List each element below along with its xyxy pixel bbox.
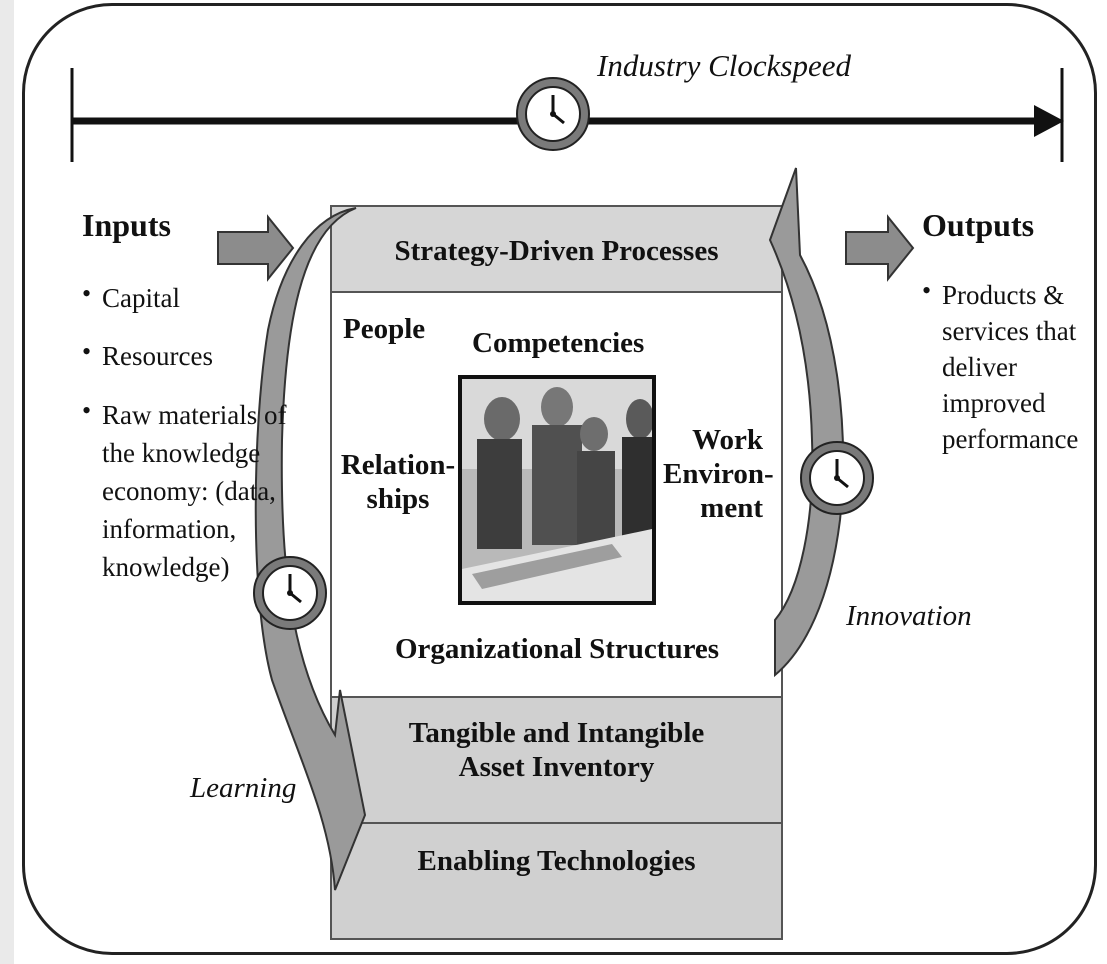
- relationships-label: Relation- ships: [340, 448, 456, 516]
- list-item: Capital: [82, 276, 292, 316]
- relationships-line1: Relation-: [340, 449, 456, 481]
- innovation-label: Innovation: [846, 600, 972, 632]
- outputs-list: Products & services that deliver improve…: [922, 273, 1092, 457]
- relationships-line2: ships: [366, 483, 430, 515]
- work-line2: Environ-: [663, 458, 774, 490]
- work-line3: ment: [700, 492, 763, 524]
- center-panel: [330, 205, 783, 740]
- work-environment-label: Work Environ- ment: [663, 423, 774, 525]
- asset-label-line2: Asset Inventory: [458, 751, 655, 783]
- right-arrow-icon: [217, 214, 295, 282]
- enabling-label: Enabling Technologies: [417, 845, 696, 877]
- inputs-title: Inputs: [82, 207, 171, 243]
- asset-inventory-band: Tangible and Intangible Asset Inventory: [330, 696, 783, 824]
- timeline-arrowhead: [1034, 105, 1064, 137]
- people-label: People: [343, 313, 426, 345]
- inputs-list: Capital Resources Raw materials of the k…: [82, 276, 292, 608]
- organizational-structures-label: Organizational Structures: [395, 633, 720, 665]
- right-arrow-icon: [845, 214, 915, 282]
- list-item: Raw materials of the knowledge economy: …: [82, 392, 292, 586]
- work-line1: Work: [692, 424, 763, 456]
- asset-label-line1: Tangible and Intangible: [408, 717, 705, 749]
- strategy-label: Strategy-Driven Processes: [394, 235, 719, 267]
- clock-icon: [516, 77, 590, 151]
- competencies-label: Competencies: [472, 327, 645, 359]
- photo-people-drawing: [462, 379, 652, 601]
- clock-icon: [800, 441, 874, 515]
- industry-clockspeed-label: Industry Clockspeed: [597, 48, 851, 83]
- outputs-title: Outputs: [922, 207, 1035, 243]
- curved-arrow-icon: [768, 167, 844, 678]
- enabling-technologies-band: Enabling Technologies: [330, 822, 783, 940]
- photo-people: [458, 375, 656, 605]
- list-item: Resources: [82, 334, 292, 374]
- learning-label: Learning: [190, 772, 297, 804]
- list-item: Products & services that deliver improve…: [922, 273, 1092, 457]
- left-margin-shade: [0, 0, 14, 964]
